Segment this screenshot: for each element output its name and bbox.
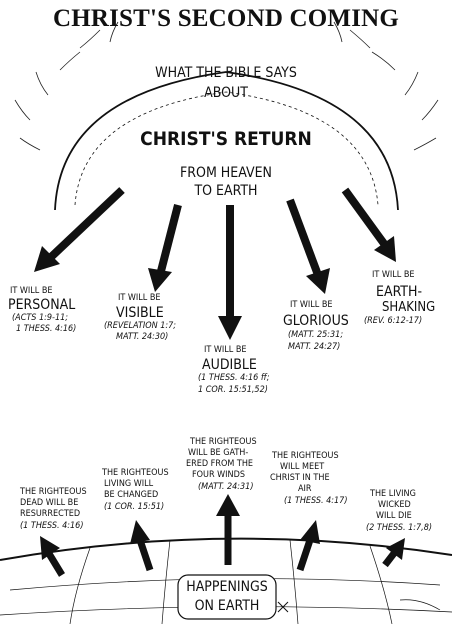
- earth-label-line2: ON EARTH: [194, 598, 260, 614]
- happenings-arrows: [40, 494, 405, 577]
- heading-sub2: TO EARTH: [194, 183, 258, 199]
- arrow-visible: [148, 204, 182, 292]
- arrow-changed: [130, 520, 154, 572]
- heading-line2: ABOUT: [204, 85, 248, 101]
- arrow-earth-shaking: [341, 187, 396, 262]
- glory-rays: [14, 21, 439, 151]
- arrow-personal: [34, 187, 125, 272]
- page-title: CHRIST'S SECOND COMING: [52, 5, 400, 32]
- x-mark-icon: [277, 601, 289, 613]
- arrow-meet-in-air: [296, 520, 320, 572]
- earth-label-line1: HAPPENINGS: [186, 579, 268, 595]
- heading-sub1: FROM HEAVEN: [180, 165, 272, 181]
- return-arrows: [34, 187, 396, 340]
- heaven-arc: [54, 71, 399, 211]
- heading-main: CHRIST'S RETURN: [140, 128, 312, 150]
- arrow-gathered: [216, 494, 240, 565]
- arrow-audible: [218, 205, 242, 340]
- arrow-wicked-die: [382, 538, 405, 568]
- heading-line1: WHAT THE BIBLE SAYS: [155, 65, 297, 81]
- earth-label-box: [177, 574, 277, 620]
- arrow-resurrected: [40, 536, 65, 577]
- arrow-glorious: [286, 198, 330, 294]
